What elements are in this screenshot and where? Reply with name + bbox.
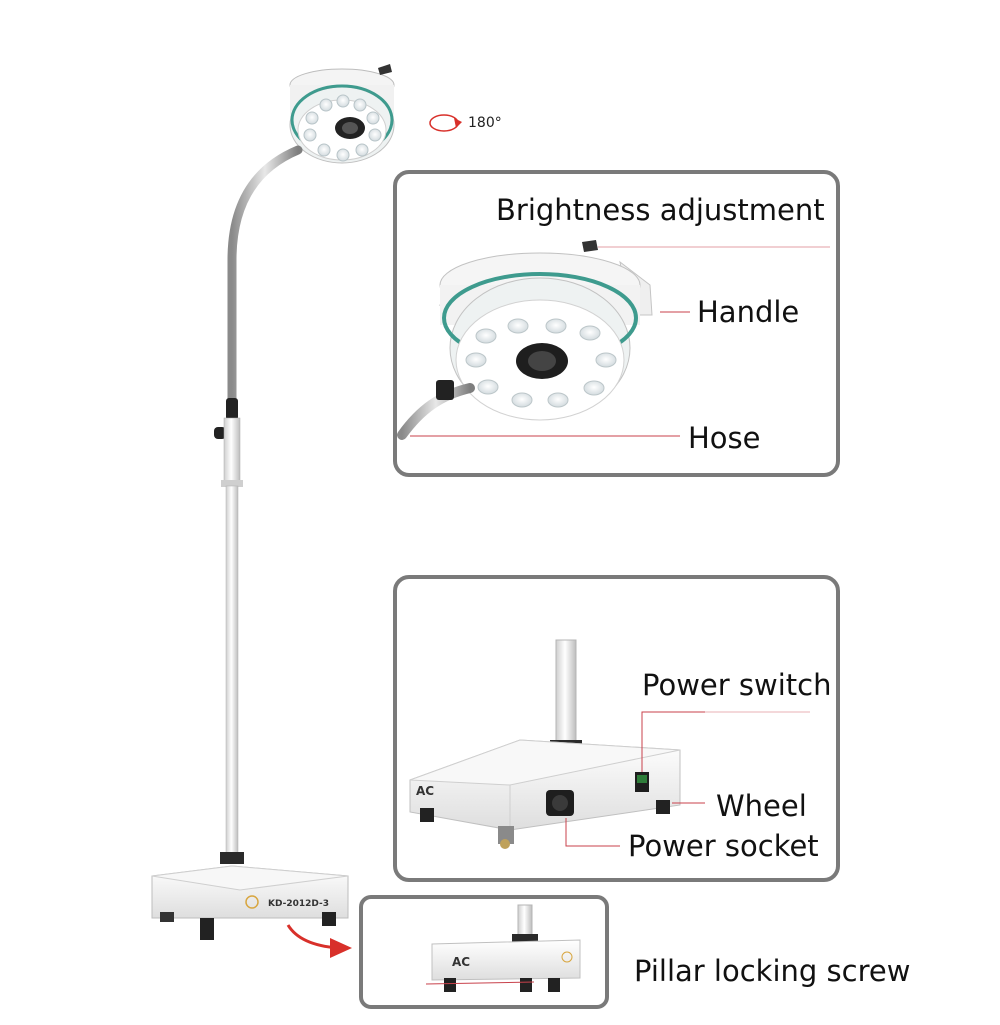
base-detail-image: AC	[409, 639, 681, 849]
pillar-ac-print: AC	[452, 955, 470, 969]
lamp-head	[289, 64, 395, 164]
rotation-label: 180°	[468, 115, 502, 131]
head-detail-image	[397, 240, 653, 440]
brightness-adjustment-label: Brightness adjustment	[496, 193, 825, 227]
power-switch-label: Power switch	[642, 668, 832, 702]
lower-pole	[225, 485, 239, 857]
wheel-label: Wheel	[716, 789, 807, 823]
pillar-detail-image: AC	[425, 904, 581, 992]
handle-label: Handle	[697, 295, 800, 329]
rotation-icon	[429, 114, 462, 132]
model-text: KD-2012D-3	[268, 899, 329, 909]
upper-pole	[223, 417, 241, 483]
hose-label: Hose	[688, 421, 761, 455]
pillar-locking-screw-label: Pillar locking screw	[634, 954, 911, 988]
lamp-base: KD-2012D-3	[151, 865, 349, 940]
base-ac-print: AC	[416, 784, 434, 798]
gooseneck-hose	[227, 145, 303, 405]
power-socket-label: Power socket	[628, 829, 819, 863]
